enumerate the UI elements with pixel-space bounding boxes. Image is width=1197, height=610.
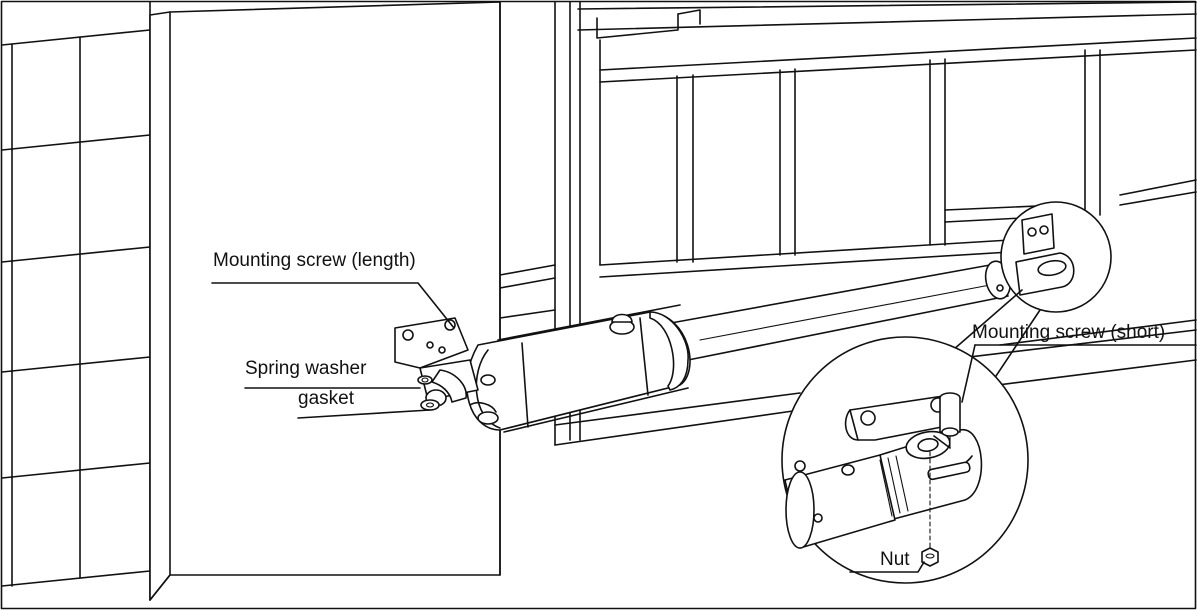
nut-part <box>921 547 939 567</box>
label-mounting-screw-short: Mounting screw (short) <box>972 322 1165 343</box>
label-gasket: gasket <box>298 388 355 409</box>
label-nut: Nut <box>880 549 910 570</box>
zoom-source-detail <box>1015 213 1075 296</box>
mounting-screw-short-part <box>929 392 961 549</box>
gasket-part <box>420 399 440 411</box>
label-spring-washer: Spring washer <box>245 358 367 379</box>
label-mounting-screw-length: Mounting screw (length) <box>213 250 416 271</box>
gate-pillar <box>149 1 501 601</box>
spring-washer-part <box>417 375 433 385</box>
leader-lines <box>211 282 1197 573</box>
brick-wall <box>1 1 151 601</box>
zoom-detail-content <box>784 394 983 549</box>
zoom-connector <box>989 309 1041 386</box>
